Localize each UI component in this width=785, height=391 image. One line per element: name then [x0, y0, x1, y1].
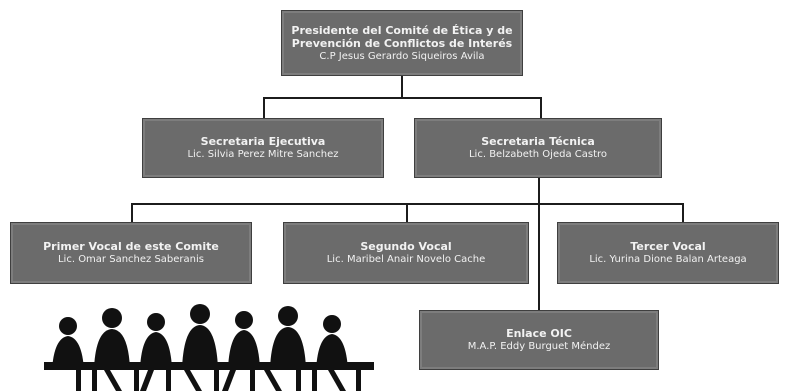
connector-to-sec-ejecutiva: [263, 97, 265, 118]
secretaria-tecnica-box: Secretaria Técnica Lic. Belzabeth Ojeda …: [414, 118, 662, 178]
primer-vocal-name: Lic. Omar Sanchez Saberanis: [57, 254, 204, 265]
tercer-vocal-box: Tercer Vocal Lic. Yurina Dione Balan Art…: [557, 222, 779, 284]
secretaria-tecnica-name: Lic. Belzabeth Ojeda Castro: [468, 149, 608, 160]
connector-secretaries-bar: [263, 97, 542, 99]
connector-to-vocal-3: [682, 203, 684, 222]
secretaria-ejecutiva-name: Lic. Silvia Perez Mitre Sanchez: [187, 149, 339, 160]
tercer-vocal-name: Lic. Yurina Dione Balan Arteaga: [589, 254, 747, 265]
connector-tecnica-down: [538, 178, 540, 310]
enlace-oic-box: Enlace OIC M.A.P. Eddy Burguet Méndez: [419, 310, 659, 370]
secretaria-ejecutiva-role: Secretaria Ejecutiva: [200, 135, 326, 148]
connector-to-sec-tecnica: [540, 97, 542, 118]
secretaria-ejecutiva-box: Secretaria Ejecutiva Lic. Silvia Perez M…: [142, 118, 384, 178]
enlace-oic-name: M.A.P. Eddy Burguet Méndez: [467, 341, 611, 352]
president-name: C.P Jesus Gerardo Siqueiros Avila: [319, 50, 485, 62]
connector-president-down: [401, 75, 403, 98]
meeting-silhouette-icon: [44, 304, 374, 391]
president-role: Presidente del Comité de Ética y de Prev…: [291, 23, 513, 50]
segundo-vocal-name: Lic. Maribel Anair Novelo Cache: [326, 254, 486, 265]
primer-vocal-role: Primer Vocal de este Comite: [43, 240, 219, 253]
enlace-oic-role: Enlace OIC: [506, 327, 572, 340]
segundo-vocal-role: Segundo Vocal: [360, 240, 452, 253]
tercer-vocal-role: Tercer Vocal: [630, 240, 706, 253]
president-box: Presidente del Comité de Ética y de Prev…: [281, 10, 523, 76]
segundo-vocal-box: Segundo Vocal Lic. Maribel Anair Novelo …: [283, 222, 529, 284]
secretaria-tecnica-role: Secretaria Técnica: [481, 135, 595, 148]
primer-vocal-box: Primer Vocal de este Comite Lic. Omar Sa…: [10, 222, 252, 284]
connector-to-vocal-2: [406, 203, 408, 222]
connector-to-vocal-1: [131, 203, 133, 222]
